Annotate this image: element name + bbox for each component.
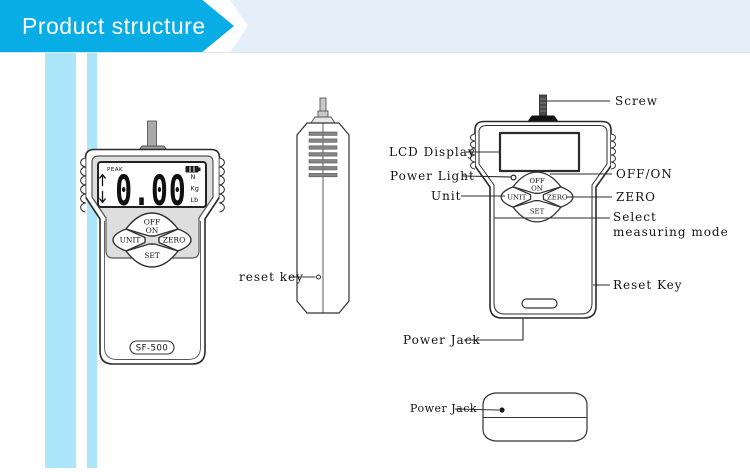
front-grip-left — [80, 157, 87, 213]
back-grip-right — [610, 133, 616, 170]
front-lcd-peak: PEAK — [107, 167, 123, 173]
bottom-view — [454, 392, 588, 442]
power-light — [510, 174, 517, 181]
set-label: SET — [530, 208, 545, 216]
zero-button — [158, 228, 192, 252]
up-arrow-icon — [98, 173, 107, 186]
front-screw-icon — [136, 120, 170, 154]
off-label: OFF — [144, 218, 161, 227]
back-keypad: OFF ON UNIT ZERO SET — [500, 171, 574, 223]
unit-label: UNIT — [507, 193, 527, 201]
leader-line-power-jack — [464, 318, 524, 341]
back-screw-icon — [526, 94, 560, 124]
label-select-line1: Select — [613, 210, 657, 224]
front-lcd-unit-n: N — [191, 173, 196, 181]
on-label: ON — [146, 226, 159, 235]
label-power-jack-back: Power Jack — [403, 333, 481, 347]
on-label: ON — [531, 185, 543, 193]
side-screw-icon — [310, 97, 336, 124]
label-off-on: OFF/ON — [616, 167, 673, 181]
back-lcd — [498, 131, 581, 173]
front-view: PEAK 0.00 N Kg Lb — [80, 120, 225, 365]
unit-button — [112, 228, 146, 252]
vent-grill — [308, 131, 338, 178]
side-view — [290, 97, 350, 314]
zero-label: ZERO — [547, 193, 568, 201]
zero-label: ZERO — [163, 236, 185, 245]
label-power-jack-bottom: Power Jack — [410, 402, 478, 415]
back-view: OFF ON UNIT ZERO SET — [461, 94, 616, 341]
unit-label: UNIT — [120, 236, 141, 245]
model-label: SF-500 — [136, 344, 169, 354]
front-lcd-unit-lb: Lb — [191, 196, 199, 204]
down-arrow-icon — [98, 191, 107, 204]
off-label: OFF — [529, 177, 544, 185]
label-zero: ZERO — [616, 190, 656, 204]
label-reset-key: Reset Key — [613, 278, 683, 292]
front-keypad: OFF ON UNIT ZERO SET — [112, 212, 192, 268]
back-reset-key-slot — [521, 298, 558, 309]
front-body-inner-line — [104, 221, 201, 360]
battery-icon — [185, 166, 201, 173]
label-screw: Screw — [615, 94, 659, 108]
leader-line-power-jack-bottom — [454, 408, 500, 411]
side-reset-key-hole — [316, 274, 321, 280]
label-select-line2: measuring mode — [613, 225, 729, 239]
decor-stripe-wide — [45, 52, 76, 468]
power-jack-dot — [499, 407, 505, 413]
label-reset-key-side: reset key — [239, 270, 304, 284]
header-arrow-banner — [0, 0, 234, 52]
unit-button — [500, 186, 532, 208]
label-unit: Unit — [431, 189, 462, 203]
front-lcd — [97, 161, 207, 208]
front-lcd-unit-kg: Kg — [191, 185, 199, 193]
zero-button — [542, 186, 574, 208]
front-lcd-value: 0.00 — [115, 167, 186, 215]
label-power-light: Power Light — [390, 169, 475, 183]
set-label: SET — [144, 251, 160, 260]
back-body-inner-line — [478, 125, 608, 315]
model-badge — [129, 340, 175, 355]
decor-stripe-narrow — [87, 52, 97, 468]
label-lcd-display: LCD Display — [389, 145, 476, 159]
front-grip-right — [218, 157, 225, 213]
page-title: Product structure — [22, 13, 206, 39]
leader-line-power-light — [461, 175, 512, 178]
